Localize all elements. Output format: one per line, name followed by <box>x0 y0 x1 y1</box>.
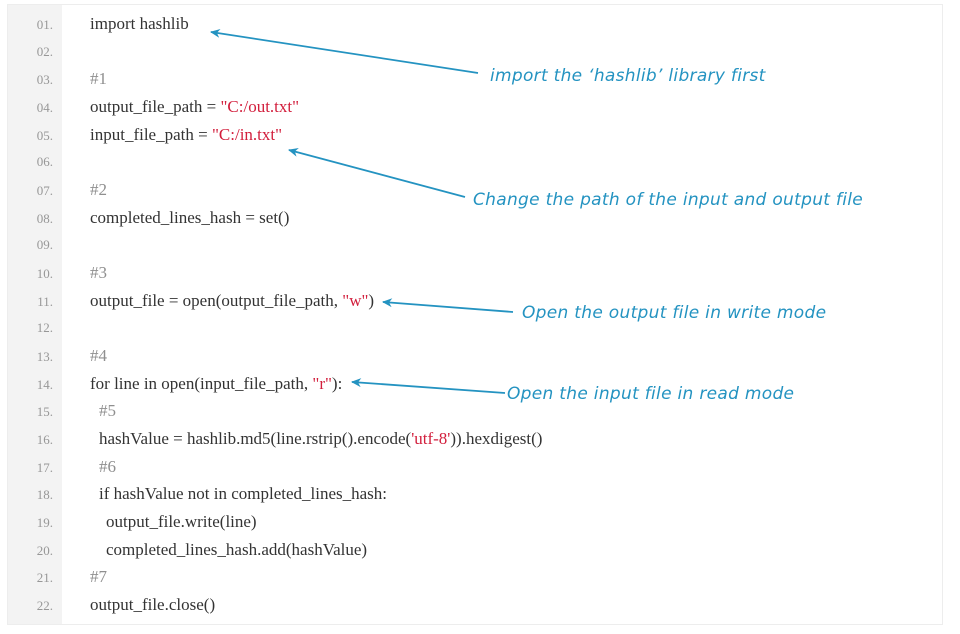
code-segment: completed_lines_hash = set() <box>90 207 290 227</box>
code-text: output_file.write(line) <box>62 508 257 536</box>
line-number: 01. <box>36 17 53 32</box>
line-number: 04. <box>36 100 53 116</box>
code-line: 03. #1 <box>8 65 942 93</box>
code-lines: 01. import hashlib 02. 03. #1 04. output… <box>8 10 942 619</box>
code-text: output_file.close() <box>62 591 215 619</box>
code-text: for line in open(input_file_path, "r"): <box>62 370 342 398</box>
code-line: 02. <box>8 38 942 66</box>
code-text: #3 <box>62 259 107 287</box>
code-comment: #7 <box>90 567 107 587</box>
line-number: 08. <box>36 210 53 226</box>
line-number: 05. <box>36 127 53 143</box>
code-line: 19. output_file.write(line) <box>8 508 942 536</box>
code-comment: #6 <box>99 456 116 476</box>
code-text: #1 <box>62 65 107 93</box>
code-text: completed_lines_hash = set() <box>62 204 289 232</box>
code-text: #5 <box>62 397 116 425</box>
code-segment: hashValue = hashlib.md5(line.rstrip().en… <box>99 429 412 449</box>
code-comment: #3 <box>90 263 107 283</box>
line-number: 13. <box>36 349 53 365</box>
code-line: 11. output_file = open(output_file_path,… <box>8 287 942 315</box>
code-line: 17. #6 <box>8 453 942 481</box>
code-comment: #4 <box>90 346 107 366</box>
code-segment: if hashValue not in completed_lines_hash… <box>99 484 387 504</box>
code-segment: output_file = open(output_file_path, <box>90 290 343 310</box>
annotation-note-2: Change the path of the input and output … <box>473 190 864 210</box>
line-number: 18. <box>36 487 53 503</box>
line-number: 07. <box>36 183 53 199</box>
code-text: input_file_path = "C:/in.txt" <box>62 121 282 149</box>
code-segment: input_file_path = <box>90 124 212 144</box>
code-line: 20. completed_lines_hash.add(hashValue) <box>8 536 942 564</box>
code-line: 04. output_file_path = "C:/out.txt" <box>8 93 942 121</box>
code-segment: ): <box>331 373 343 393</box>
line-number: 21. <box>36 570 53 586</box>
code-segment: )).hexdigest() <box>450 429 543 449</box>
code-segment: for line in open(input_file_path, <box>90 373 313 393</box>
code-text: output_file_path = "C:/out.txt" <box>62 93 299 121</box>
code-listing-card: 01. import hashlib 02. 03. #1 04. output… <box>7 4 943 625</box>
string-literal: "r" <box>312 373 332 393</box>
code-text: #7 <box>62 563 107 591</box>
code-text: #2 <box>62 176 107 204</box>
string-literal: "C:/in.txt" <box>211 124 283 144</box>
line-number-gutter <box>8 5 62 624</box>
code-line: 06. <box>8 148 942 176</box>
line-number: 15. <box>36 404 53 420</box>
annotation-note-4: Open the input file in read mode <box>507 384 795 404</box>
line-number: 06. <box>36 154 53 170</box>
code-text: completed_lines_hash.add(hashValue) <box>62 536 367 564</box>
code-segment: output_file.write(line) <box>106 512 257 532</box>
code-line: 09. <box>8 231 942 259</box>
code-segment: output_file_path = <box>90 97 221 117</box>
string-literal: 'utf-8' <box>411 429 451 449</box>
code-line: 13. #4 <box>8 342 942 370</box>
code-segment: ) <box>368 290 375 310</box>
code-text: output_file = open(output_file_path, "w"… <box>62 287 374 315</box>
code-comment: #2 <box>90 180 107 200</box>
code-line: 18. if hashValue not in completed_lines_… <box>8 480 942 508</box>
code-comment: #1 <box>90 69 107 89</box>
code-segment: output_file.close() <box>90 595 216 615</box>
line-number: 02. <box>36 43 53 59</box>
annotation-note-3: Open the output file in write mode <box>522 303 827 323</box>
code-text: #4 <box>62 342 107 370</box>
code-line: 16. hashValue = hashlib.md5(line.rstrip(… <box>8 425 942 453</box>
line-number: 20. <box>36 542 53 558</box>
line-number: 11. <box>37 293 53 309</box>
code-text: if hashValue not in completed_lines_hash… <box>62 480 387 508</box>
code-line: 10. #3 <box>8 259 942 287</box>
code-text: hashValue = hashlib.md5(line.rstrip().en… <box>62 425 542 453</box>
line-number: 03. <box>36 72 53 88</box>
code-segment: import hashlib <box>90 14 189 33</box>
line-number: 19. <box>36 515 53 531</box>
annotation-note-1: import the ‘hashlib’ library first <box>490 66 766 86</box>
code-segment: completed_lines_hash.add(hashValue) <box>106 539 368 559</box>
code-comment: #5 <box>99 401 116 421</box>
code-line: 08. completed_lines_hash = set() <box>8 204 942 232</box>
line-number: 22. <box>36 598 53 614</box>
code-line: 21. #7 <box>8 563 942 591</box>
code-line: 07. #2 <box>8 176 942 204</box>
code-line: 01. import hashlib <box>8 10 942 38</box>
code-text: import hashlib <box>62 10 189 38</box>
code-line: 14. for line in open(input_file_path, "r… <box>8 370 942 398</box>
code-line: 12. <box>8 314 942 342</box>
code-text: #6 <box>62 453 116 481</box>
line-number: 10. <box>36 266 53 282</box>
string-literal: "w" <box>342 290 369 310</box>
string-literal: "C:/out.txt" <box>220 97 300 117</box>
line-number: 12. <box>36 320 53 336</box>
line-number: 14. <box>36 376 53 392</box>
line-number: 16. <box>36 432 53 448</box>
code-line: 22. output_file.close() <box>8 591 942 619</box>
line-number: 17. <box>36 459 53 475</box>
code-line: 15. #5 <box>8 397 942 425</box>
line-number: 09. <box>36 237 53 253</box>
code-line: 05. input_file_path = "C:/in.txt" <box>8 121 942 149</box>
